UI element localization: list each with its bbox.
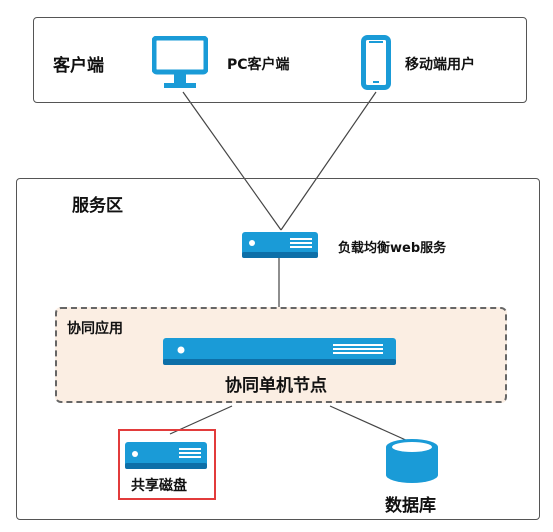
client-zone-box (33, 17, 527, 103)
client-zone-title: 客户端 (53, 56, 104, 76)
database-icon (385, 438, 439, 484)
mobile-user-label: 移动端用户 (405, 57, 475, 73)
service-zone-box (16, 178, 540, 520)
collab-node-label: 协同单机节点 (225, 376, 327, 396)
line-node-to-db (329, 405, 409, 442)
line-pc-to-lb (182, 91, 282, 231)
line-mobile-to-lb (280, 91, 377, 231)
pc-client-label: PC客户端 (227, 57, 290, 73)
shared-disk-highlight-box (118, 429, 216, 500)
shared-disk-label: 共享磁盘 (131, 478, 187, 494)
load-balancer-label: 负载均衡web服务 (338, 241, 447, 256)
database-label: 数据库 (385, 496, 436, 516)
shared-disk-server-icon (125, 442, 207, 469)
monitor-icon (151, 35, 209, 92)
collab-app-title: 协同应用 (67, 321, 123, 337)
load-balancer-server-icon (242, 232, 318, 258)
collab-node-server-icon (163, 338, 396, 365)
service-zone-title: 服务区 (72, 196, 123, 216)
mobile-phone-icon (361, 35, 391, 90)
